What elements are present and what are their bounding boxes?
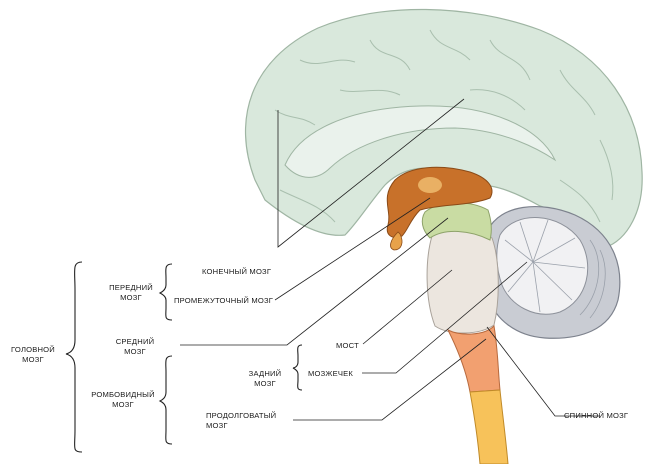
label-sredniy-line2: МОЗГ xyxy=(124,347,146,356)
label-romboid-mozg: РОМБОВИДНЫЙ МОЗГ xyxy=(88,390,158,410)
pituitary xyxy=(390,231,403,251)
label-sredniy-mozg: СРЕДНИЙ МОЗГ xyxy=(105,337,165,357)
label-peredniy-mozg: ПЕРЕДНИЙ МОЗГ xyxy=(100,283,162,303)
label-konechny-mozg: КОНЕЧНЫЙ МОЗГ xyxy=(202,267,272,276)
medulla xyxy=(446,324,501,393)
spinal-cord xyxy=(469,389,509,464)
diencephalon xyxy=(386,166,493,238)
label-promezhutochny-mozg: ПРОМЕЖУТОЧНЫЙ МОЗГ xyxy=(174,296,274,305)
label-zadniy-mozg: ЗАДНИЙ МОЗГ xyxy=(240,369,290,389)
label-zadniy-line2: МОЗГ xyxy=(254,379,276,388)
label-prodolgovaty-line2: МОЗГ xyxy=(206,421,228,430)
label-golovnoy-line1: ГОЛОВНОЙ xyxy=(11,345,55,354)
label-prodolgovaty-mozg: ПРОДОЛГОВАТЫЙ МОЗГ xyxy=(206,411,276,431)
label-mozzhechok: МОЗЖЕЧЕК xyxy=(308,369,354,378)
label-most: МОСТ xyxy=(336,341,359,350)
label-prodolgovaty-line1: ПРОДОЛГОВАТЫЙ xyxy=(206,411,277,420)
label-golovnoy-line2: МОЗГ xyxy=(22,355,44,364)
pons xyxy=(426,228,499,334)
label-sredniy-line1: СРЕДНИЙ xyxy=(115,337,155,346)
label-peredniy-line1: ПЕРЕДНИЙ xyxy=(109,283,153,292)
label-romboid-line2: МОЗГ xyxy=(112,400,134,409)
thalamus-highlight xyxy=(418,177,442,193)
cerebellum xyxy=(484,205,621,339)
braces xyxy=(65,261,303,453)
label-romboid-line1: РОМБОВИДНЫЙ xyxy=(91,390,155,399)
label-zadniy-line1: ЗАДНИЙ xyxy=(248,369,282,378)
label-peredniy-line2: МОЗГ xyxy=(120,293,142,302)
label-spinnoy-mozg: СПИННОЙ МОЗГ xyxy=(564,411,629,420)
leader-lines xyxy=(180,98,600,421)
label-golovnoy-mozg: ГОЛОВНОЙ МОЗГ xyxy=(6,345,60,365)
cerebrum xyxy=(244,8,643,249)
